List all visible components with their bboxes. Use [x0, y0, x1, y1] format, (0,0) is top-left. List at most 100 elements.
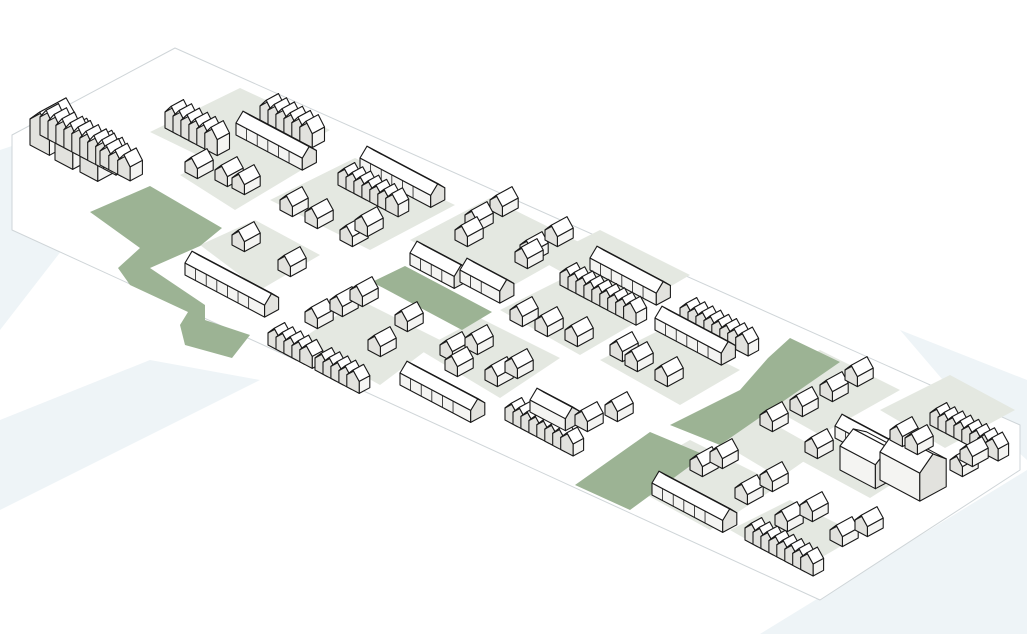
yard-block [730, 500, 860, 570]
long-terrace [409, 240, 469, 289]
long-terrace [359, 145, 446, 208]
detached-house [514, 238, 544, 270]
house-roof [805, 491, 829, 513]
house-roof [715, 438, 739, 460]
house-roof [355, 276, 379, 298]
detached-house [759, 401, 789, 433]
detached-house [367, 326, 397, 358]
house-roof [835, 516, 859, 538]
detached-house [734, 474, 764, 506]
detached-house [654, 356, 684, 388]
long-terrace [235, 110, 317, 171]
detached-house [277, 246, 307, 278]
house-roof [242, 110, 317, 152]
house-roof [765, 401, 789, 423]
detached-house [184, 148, 214, 180]
house-roof [910, 424, 934, 446]
terrace-row [164, 99, 231, 157]
yard-block [500, 280, 640, 355]
detached-house [709, 438, 739, 470]
long-terrace [184, 250, 280, 318]
detached-house [231, 221, 261, 253]
green-strip [372, 266, 492, 330]
detached-house [484, 356, 514, 388]
house-roof [466, 257, 515, 285]
detached-house [804, 428, 834, 460]
house-roof [536, 387, 580, 412]
detached-house [624, 341, 654, 373]
house-roof [629, 295, 648, 314]
house-roof [283, 246, 307, 268]
house-roof [520, 238, 544, 260]
house-roof [540, 306, 564, 328]
detached-house [279, 186, 309, 218]
long-terrace [399, 360, 486, 423]
detached-house [829, 516, 859, 548]
house-roof [416, 240, 469, 270]
terrace-row [99, 138, 143, 182]
house-roof [237, 164, 261, 186]
detached-house [574, 401, 604, 433]
house-roof [596, 245, 671, 287]
detached-house [544, 216, 574, 248]
terrace-row [259, 93, 326, 149]
house-roof [780, 501, 804, 523]
detached-house [819, 371, 849, 403]
house-roof [630, 341, 654, 363]
terrace-row [744, 517, 825, 577]
terrace-row [559, 262, 648, 326]
house-roof [895, 416, 919, 438]
house-roof [580, 401, 604, 423]
detached-house [394, 301, 424, 333]
house-roof [566, 426, 585, 445]
house-roof [191, 250, 280, 299]
terrace-row [529, 387, 580, 432]
terrace-row [929, 402, 1010, 462]
house-roof [373, 326, 397, 348]
house-roof [285, 186, 309, 208]
detached-house [454, 216, 484, 248]
house-roof [991, 431, 1010, 450]
house-roof [352, 363, 371, 382]
house-roof [305, 114, 326, 135]
house-roof [550, 216, 574, 238]
house-roof [190, 148, 214, 170]
terrace-row [337, 162, 410, 218]
house-roof [123, 147, 143, 168]
house-roof [310, 298, 334, 320]
detached-house [759, 461, 789, 493]
detached-house [214, 156, 244, 188]
house-roof [210, 120, 231, 141]
detached-house [354, 206, 384, 238]
terrace-row [267, 322, 324, 369]
long-terrace [651, 470, 738, 533]
house-roof [610, 391, 634, 413]
house-roof [366, 145, 446, 189]
house-roof [310, 198, 334, 220]
house-roof [825, 371, 849, 393]
house-roof [740, 474, 764, 496]
building-layer [29, 93, 1010, 577]
detached-house [304, 198, 334, 230]
detached-house [904, 424, 934, 456]
detached-house [534, 306, 564, 338]
house-roof [237, 221, 261, 243]
yard-block [410, 198, 585, 290]
detached-house [349, 276, 379, 308]
detached-house [959, 436, 989, 468]
house-roof [765, 461, 789, 483]
house-roof [660, 356, 684, 378]
house-roof [220, 156, 244, 178]
detached-house [799, 491, 829, 523]
yard-block [270, 158, 455, 250]
house-roof [806, 546, 825, 565]
detached-house [509, 296, 539, 328]
house-roof [615, 331, 639, 353]
house-roof [445, 331, 469, 353]
detached-house [844, 356, 874, 388]
house-roof [810, 428, 834, 450]
house-roof [510, 348, 534, 370]
house-roof [400, 301, 424, 323]
green-square [575, 432, 705, 510]
